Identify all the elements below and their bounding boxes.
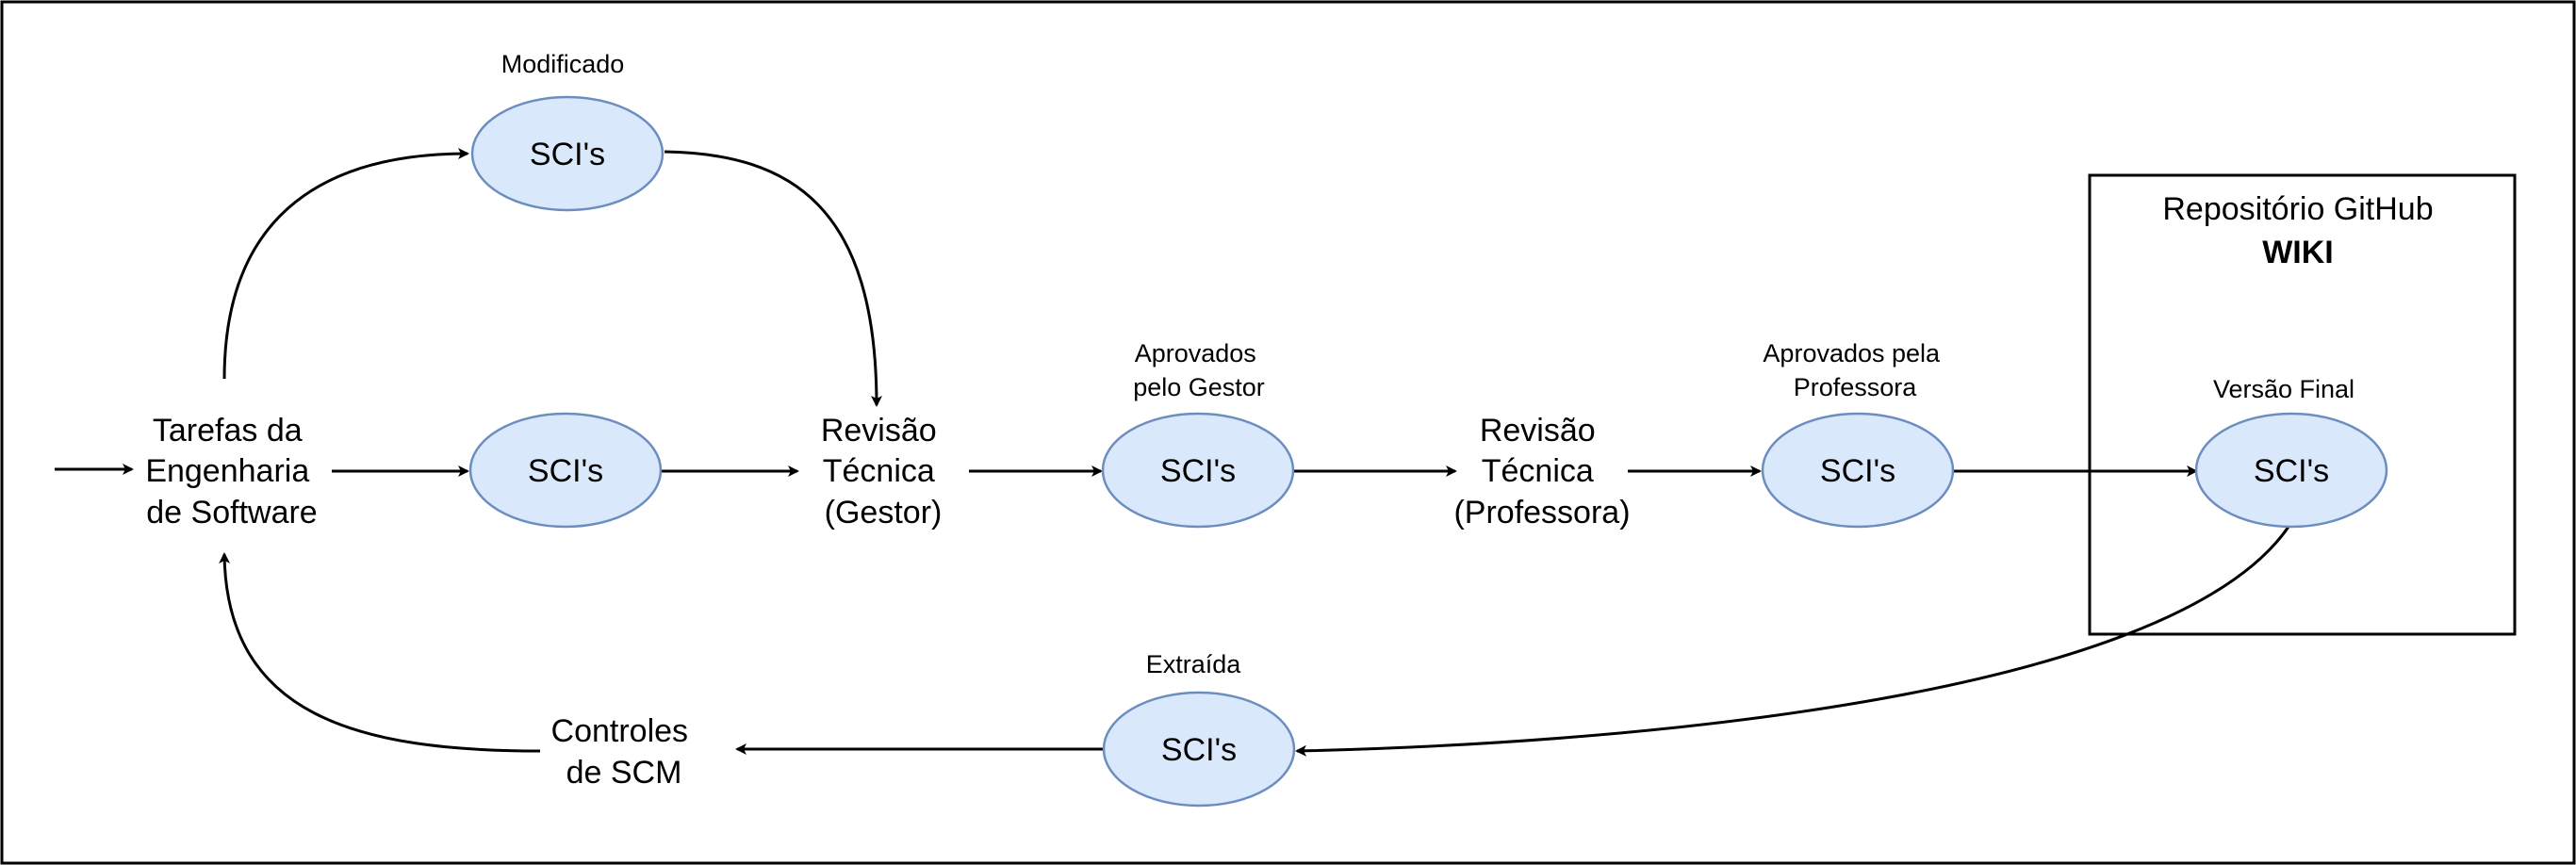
- sci-ellipse-aprovados-gestor: [1101, 412, 1295, 529]
- caption-versao-final: Versão Final: [2213, 375, 2354, 403]
- repository-subtitle: WIKI: [2262, 235, 2334, 270]
- node-revisao-tecnica-gestor: Revisão Técnica (Gestor): [821, 413, 945, 530]
- caption-extraida: Extraída: [1146, 650, 1242, 678]
- sci-label-aprovados-gestor: SCI's: [1160, 453, 1236, 489]
- caption-modificado: Modificado: [501, 50, 625, 78]
- caption-aprovados-gestor: Aprovados pelo Gestor: [1133, 339, 1265, 401]
- node-controles-scm: Controles de SCM: [551, 713, 697, 791]
- sci-label-modificado: SCI's: [530, 137, 605, 172]
- node-tarefas-engenharia: Tarefas da Engenharia de Software: [145, 413, 318, 530]
- sci-ellipse-versao-final: [2194, 412, 2388, 529]
- edge-controles-to-tarefas: [219, 552, 541, 753]
- sci-ellipse-modificado: [470, 95, 665, 212]
- sci-label-versao-final: SCI's: [2254, 453, 2329, 489]
- repository-title: Repositório GitHub: [2162, 191, 2433, 227]
- edge-tarefas-to-modificado: [222, 148, 469, 380]
- sci-ellipse-extraida: [1102, 691, 1296, 808]
- sci-ellipse-aprovados-professora: [1761, 412, 1955, 529]
- caption-aprovados-professora: Aprovados pela Professora: [1763, 339, 1946, 401]
- edge-versao-final-to-extraida: [1295, 526, 2290, 757]
- sci-label-entrada: SCI's: [528, 453, 603, 489]
- sci-label-extraida: SCI's: [1161, 732, 1237, 768]
- sci-label-aprovados-professora: SCI's: [1820, 453, 1895, 489]
- node-revisao-tecnica-professora: Revisão Técnica (Professora): [1453, 413, 1630, 530]
- edge-modificado-to-revisao-gestor: [664, 150, 882, 407]
- repository-box: [2088, 173, 2517, 636]
- sci-ellipse-entrada: [468, 412, 663, 529]
